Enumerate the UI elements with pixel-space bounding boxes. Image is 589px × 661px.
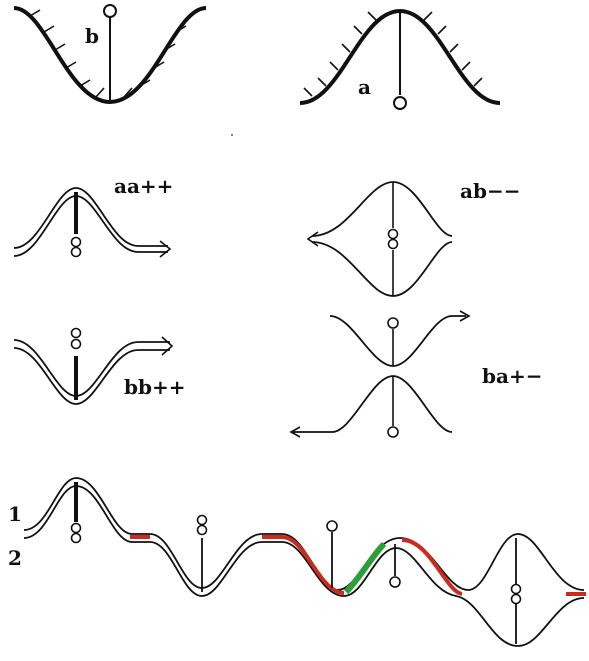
ba-upper-arrowhead [459, 310, 471, 322]
bb-arrowhead [161, 336, 174, 356]
ba-lower-curve [292, 375, 453, 433]
label-line-1: 1 [8, 502, 22, 526]
chain: 1 2 [8, 477, 586, 647]
chain-node-5a [510, 583, 522, 595]
green-segment [343, 541, 387, 595]
chain-node-4 [389, 576, 401, 588]
chain-node-1a [70, 522, 82, 534]
ab-node-circle-1 [387, 228, 399, 240]
bb-node-circle-2 [70, 338, 82, 350]
chain-node-3 [326, 520, 338, 532]
aa-node-circle-2 [70, 246, 82, 258]
panel-bb: bb++ [13, 327, 185, 405]
label-bb: bb++ [124, 375, 185, 399]
hatch-marks-a [303, 11, 483, 97]
aa-curve-outer [13, 187, 168, 249]
label-aa: aa++ [114, 174, 173, 198]
red-segment-3 [401, 538, 463, 596]
ba-node-circle-bottom [387, 426, 399, 438]
panel-aa: aa++ [13, 174, 173, 258]
panel-a: a [299, 8, 501, 110]
ab-lower-curve [311, 241, 453, 297]
stray-dot [231, 134, 233, 136]
node-circle-b [103, 4, 117, 18]
panel-ab: ab−− [306, 179, 520, 297]
chain-line-1 [23, 477, 585, 591]
label-line-2: 2 [8, 546, 22, 570]
panel-b: b [13, 4, 207, 105]
aa-curve-inner [13, 195, 168, 257]
aa-node-circle-1 [70, 236, 82, 248]
aa-arrowhead [159, 240, 172, 258]
chain-node-1b [70, 532, 82, 544]
chain-node-2a [196, 514, 208, 526]
chain-node-2b [196, 524, 208, 536]
node-circle-a [393, 96, 407, 110]
label-ab: ab−− [460, 179, 520, 203]
label-ba: ba+− [482, 364, 542, 388]
bb-curve-inner [13, 347, 170, 405]
ba-node-circle-top [387, 317, 399, 329]
ab-arrowhead [306, 231, 319, 247]
chain-line-2 [23, 485, 585, 647]
ba-lower-arrowhead [289, 426, 301, 438]
label-b: b [85, 24, 99, 48]
hatch-marks-b [29, 9, 187, 98]
bb-node-circle-1 [70, 327, 82, 339]
ab-upper-curve [311, 181, 453, 237]
panel-ba: ba+− [289, 310, 542, 438]
red-segment-2 [262, 535, 345, 595]
chain-node-5b [510, 593, 522, 605]
label-a: a [358, 75, 371, 99]
ab-node-circle-2 [387, 238, 399, 250]
